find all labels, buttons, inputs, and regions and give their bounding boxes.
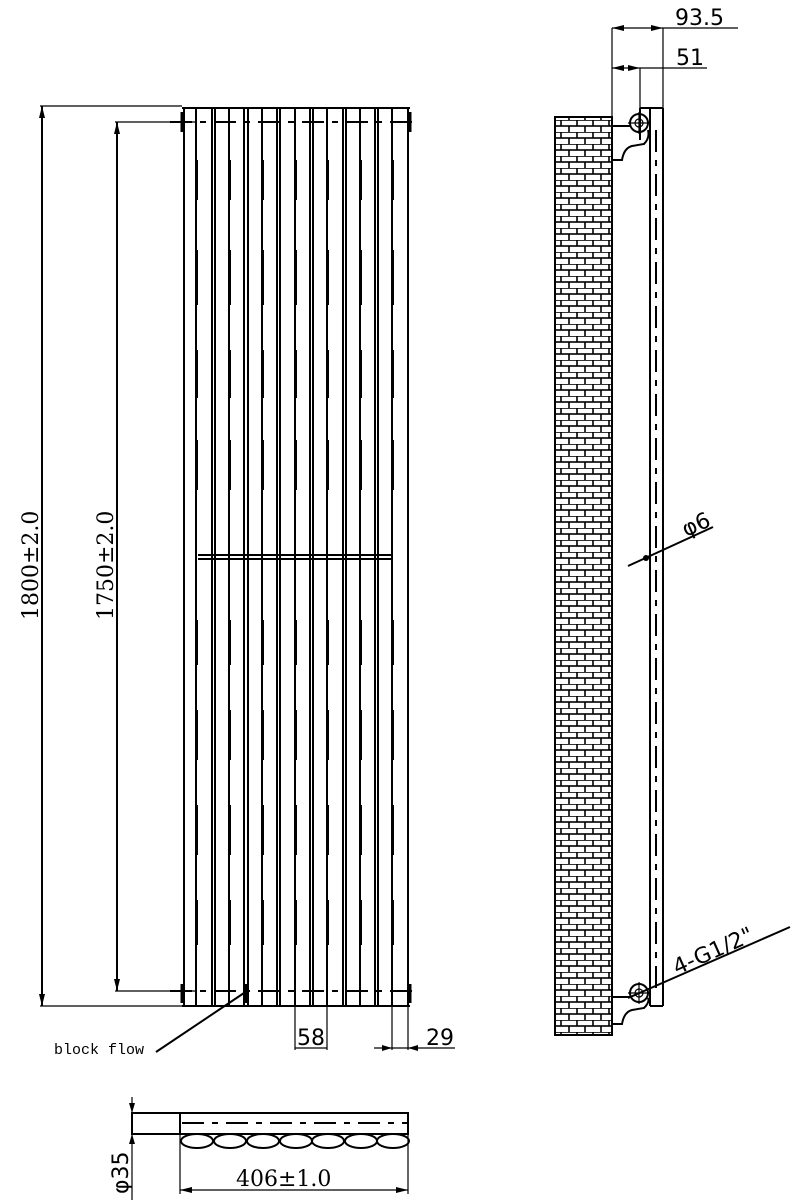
column-3 — [247, 108, 278, 1006]
column-diameter-label: φ35 — [109, 1151, 134, 1194]
column-1 — [183, 108, 213, 1006]
column-centre-marks — [196, 160, 394, 945]
overall-depth-label: 93.5 — [675, 6, 724, 31]
centres-height-dimension: 1750±2.0 — [94, 121, 196, 992]
plan-columns — [180, 1133, 410, 1149]
bottom-wall-bracket — [612, 982, 650, 1025]
column-6 — [345, 108, 376, 1006]
column-4 — [279, 108, 311, 1006]
block-flow-label: block flow — [54, 1042, 144, 1059]
mid-bracket-bar — [198, 554, 392, 560]
bracket-diameter-label: φ6 — [678, 508, 714, 542]
depth-dimension-93-5: 93.5 — [611, 6, 738, 118]
brick-wall — [554, 116, 613, 1036]
pitch-dimension: 58 — [294, 1006, 328, 1051]
centres-height-label: 1750±2.0 — [94, 511, 119, 620]
overall-width-dimension: 406±1.0 — [179, 1134, 409, 1194]
column-7 — [377, 108, 409, 1006]
front-view: 1800±2.0 1750±2.0 — [19, 105, 455, 1059]
overall-width-label: 406±1.0 — [236, 1167, 331, 1192]
end-offset-label: 29 — [426, 1026, 454, 1051]
radiator-columns — [170, 107, 412, 1007]
depth-dimension-51: 51 — [612, 46, 707, 114]
column-diameter-dimension: φ35 — [109, 1097, 135, 1200]
connections-callout: 4-G1/2" — [627, 923, 791, 999]
plan-view: φ35 406±1.0 — [109, 1097, 410, 1200]
pitch-label: 58 — [297, 1026, 325, 1051]
overall-height-dimension: 1800±2.0 — [19, 105, 182, 1007]
end-offset-dimension: 29 — [374, 1006, 455, 1051]
wall-to-centre-label: 51 — [676, 46, 704, 71]
bracket-diameter-callout: φ6 — [627, 508, 714, 567]
top-wall-bracket — [612, 112, 650, 161]
connections-label: 4-G1/2" — [669, 923, 757, 981]
column-5 — [312, 108, 344, 1006]
overall-height-label: 1800±2.0 — [19, 511, 44, 620]
block-flow-annotation: block flow — [54, 992, 245, 1059]
side-view: 93.5 51 φ6 4-G1/2" — [554, 6, 791, 1036]
column-2 — [214, 108, 245, 1006]
